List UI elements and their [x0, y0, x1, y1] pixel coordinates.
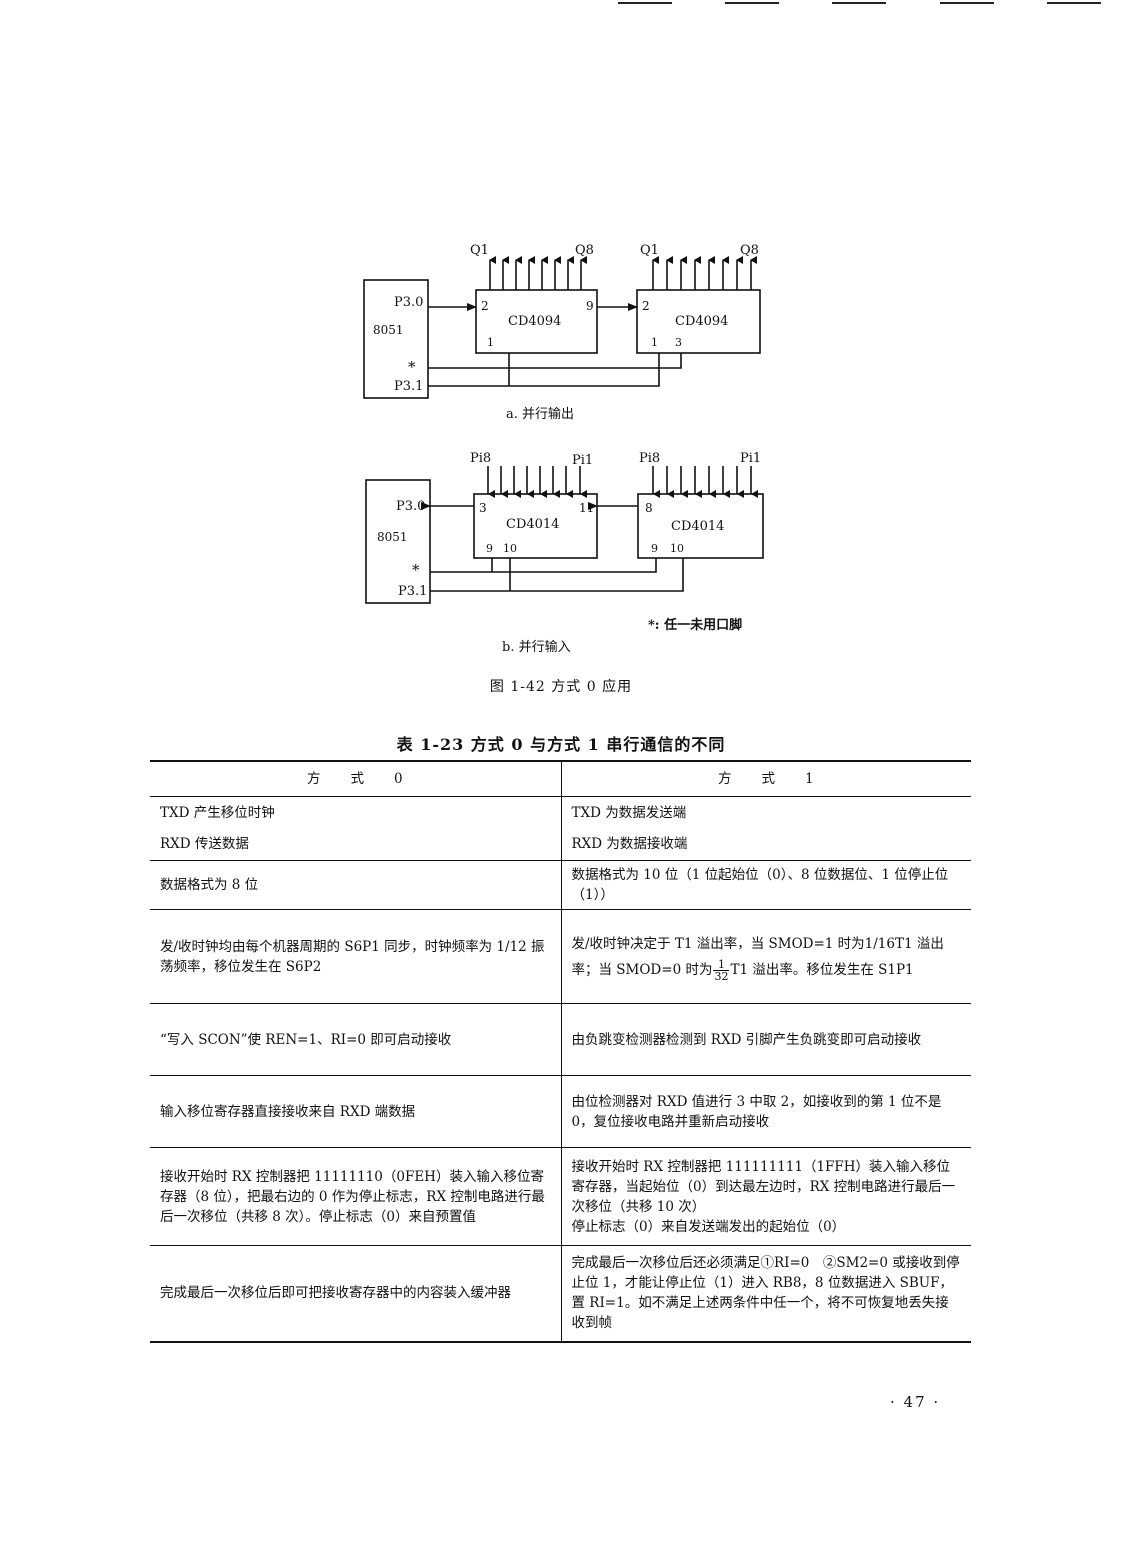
cell-left: 输入移位寄存器直接接收来自 RXD 端数据: [150, 1075, 562, 1148]
chip2-pi-inputs: [652, 466, 758, 498]
table-row: TXD 产生移位时钟 TXD 为数据发送端: [150, 796, 971, 829]
cell-right: TXD 为数据发送端: [571, 804, 687, 821]
chip1-pin2: 2: [481, 299, 489, 313]
mcu-star-label: *: [408, 358, 416, 376]
top-rule-5: [1047, 2, 1101, 4]
chip1-pin1: 1: [487, 336, 494, 349]
chip1-q1-label: Q1: [470, 243, 489, 258]
chip2-pi8-label: Pi8: [639, 451, 660, 466]
chip2-q1-label: Q1: [640, 243, 659, 258]
cell-left: 接收开始时 RX 控制器把 11111110（0FEH）装入输入移位寄存器（8 …: [150, 1147, 562, 1246]
fraction-denominator: 32: [714, 969, 729, 983]
table-row: 发/收时钟均由每个机器周期的 S6P1 同步，时钟频率为 1/12 振荡频率，移…: [150, 909, 971, 1004]
chip2-pin1: 1: [651, 336, 658, 349]
chip1-name: CD4094: [508, 314, 561, 329]
mcu-b-star-label: *: [412, 561, 420, 579]
top-rule-3: [832, 2, 886, 4]
cell-left: 完成最后一次移位后即可把接收寄存器中的内容装入缓冲器: [150, 1245, 562, 1343]
table-row: RXD 传送数据 RXD 为数据接收端: [150, 828, 971, 861]
mcu-8051-box-b: [365, 479, 431, 604]
chip1-b-pin3: 3: [479, 501, 487, 515]
chip1-pi8-label: Pi8: [470, 451, 491, 466]
header-mode-1: 方 式 1: [561, 760, 971, 797]
p31-to-chip2-pin10-wire: [430, 558, 684, 592]
cell-right: 发/收时钟决定于 T1 溢出率，当 SMOD=1 时为1/16T1 溢出率；当 …: [561, 909, 971, 1004]
cell-left: TXD 产生移位时钟: [150, 796, 562, 829]
top-rule-1: [618, 2, 672, 4]
chip2-b-pin8: 8: [645, 501, 653, 515]
mcu-8051-label: 8051: [373, 323, 404, 337]
cell-right: RXD 为数据接收端: [561, 828, 971, 861]
chip2-name: CD4094: [675, 314, 728, 329]
chip1-pi-inputs: [487, 466, 587, 498]
table-row: 数据格式为 8 位 数据格式为 10 位（1 位起始位（0）、8 位数据位、1 …: [150, 860, 971, 910]
figure-b-parallel-input: Pi8 Pi1 Pi8 Pi1 P3.0 8051 * P3.1 3 11 CD…: [365, 451, 764, 604]
chip1-pin9: 9: [586, 299, 594, 313]
mcu-b-p30-label: P3.0: [396, 499, 425, 514]
mcu-b-p31-label: P3.1: [398, 584, 427, 599]
table-header-row: 方 式 0 方 式 1: [150, 760, 971, 797]
table-row: 完成最后一次移位后即可把接收寄存器中的内容装入缓冲器 完成最后一次移位后还必须满…: [150, 1245, 971, 1343]
cd4014-chip-1: [473, 493, 598, 559]
table-row: 输入移位寄存器直接接收来自 RXD 端数据 由位检测器对 RXD 值进行 3 中…: [150, 1075, 971, 1148]
chip2-pin3: 3: [675, 336, 682, 349]
chip1-b-pin11: 11: [579, 501, 594, 515]
chip1-pi1-label: Pi1: [572, 453, 593, 468]
cell-left: 数据格式为 8 位: [150, 860, 562, 910]
figure-b-note: *: 任一未用口脚: [648, 618, 743, 633]
cell-right-line-1: 接收开始时 RX 控制器把 111111111（1FFH）装入输入移位寄存器，当…: [571, 1158, 956, 1215]
chip2-b-pin10: 10: [670, 542, 684, 555]
cell-right: 由负跳变检测器检测到 RXD 引脚产生负跳变即可启动接收: [561, 1003, 971, 1076]
star-to-chip2-pin3-wire: [428, 353, 682, 369]
cell-right: 由位检测器对 RXD 值进行 3 中取 2，如接收到的第 1 位不是 0，复位接…: [561, 1075, 971, 1148]
cell-right: 数据格式为 10 位（1 位起始位（0）、8 位数据位、1 位停止位（1））: [561, 860, 971, 910]
table-title: 表 1-23 方式 0 与方式 1 串行通信的不同: [396, 735, 726, 754]
figure-caption: 图 1-42 方式 0 应用: [489, 679, 633, 695]
table-row: 接收开始时 RX 控制器把 11111110（0FEH）装入输入移位寄存器（8 …: [150, 1147, 971, 1246]
cell-left: 发/收时钟均由每个机器周期的 S6P1 同步，时钟频率为 1/12 振荡频率，移…: [150, 909, 562, 1004]
fraction-numerator: 1: [713, 959, 730, 971]
header-mode-0: 方 式 0: [150, 760, 562, 797]
top-rule-4: [940, 2, 994, 4]
cell-right: 完成最后一次移位后还必须满足①RI=0 ②SM2=0 或接收到停止位 1，才能让…: [561, 1245, 971, 1343]
chip1-b-name: CD4014: [506, 517, 559, 532]
cd4094-chip-2: [636, 289, 761, 354]
cell-right-line-2: 停止标志（0）来自发送端发出的起始位（0）: [571, 1218, 846, 1235]
figure-b-caption: b. 并行输入: [502, 640, 571, 655]
p31-to-chip2-clk-wire: [428, 353, 660, 387]
chip1-b-pin10: 10: [503, 542, 517, 555]
page-number: · 47 ·: [890, 1393, 941, 1411]
chip2-b-pin9: 9: [651, 542, 658, 555]
chip2-pi1-label: Pi1: [740, 451, 761, 466]
chip2-b-name: CD4014: [671, 519, 724, 534]
chip2-q8-label: Q8: [740, 243, 759, 258]
cell-left: RXD 传送数据: [150, 828, 562, 861]
star-to-chip2-pin9-wire: [430, 558, 657, 573]
figure-a-caption: a. 并行输出: [506, 407, 575, 422]
chip2-q-outputs: [652, 256, 757, 290]
table-row: “写入 SCON”使 REN=1、RI=0 即可启动接收 由负跳变检测器检测到 …: [150, 1003, 971, 1076]
top-rule-2: [725, 2, 779, 4]
comparison-table: 方 式 0 方 式 1 TXD 产生移位时钟 TXD 为数据发送端 RXD 传送…: [150, 760, 971, 1343]
cell-right-part-b: T1 溢出率。移位发生在 S1P1: [730, 961, 914, 978]
chip1-q-outputs: [489, 256, 587, 290]
figure-a-parallel-output: Q1 Q8 Q1 Q8 P3.0 8051 * P3.1 2 9 CD4094 …: [363, 243, 761, 399]
mcu-8051-box: [363, 279, 429, 399]
chip2-pin2: 2: [642, 299, 650, 313]
chip1-b-pin9: 9: [486, 542, 493, 555]
mcu-p30-label: P3.0: [394, 295, 423, 310]
mcu-b-8051-label: 8051: [377, 530, 408, 544]
cell-right-part-a: 发/收时钟决定于 T1 溢出率，当 SMOD=1 时为1/16T1 溢出率；当 …: [571, 935, 944, 978]
cell-left: “写入 SCON”使 REN=1、RI=0 即可启动接收: [150, 1003, 562, 1076]
cell-right: 接收开始时 RX 控制器把 111111111（1FFH）装入输入移位寄存器，当…: [561, 1147, 971, 1246]
cd4094-chip-1: [475, 289, 598, 354]
mcu-p31-label: P3.1: [394, 379, 423, 394]
chip1-q8-label: Q8: [575, 243, 594, 258]
